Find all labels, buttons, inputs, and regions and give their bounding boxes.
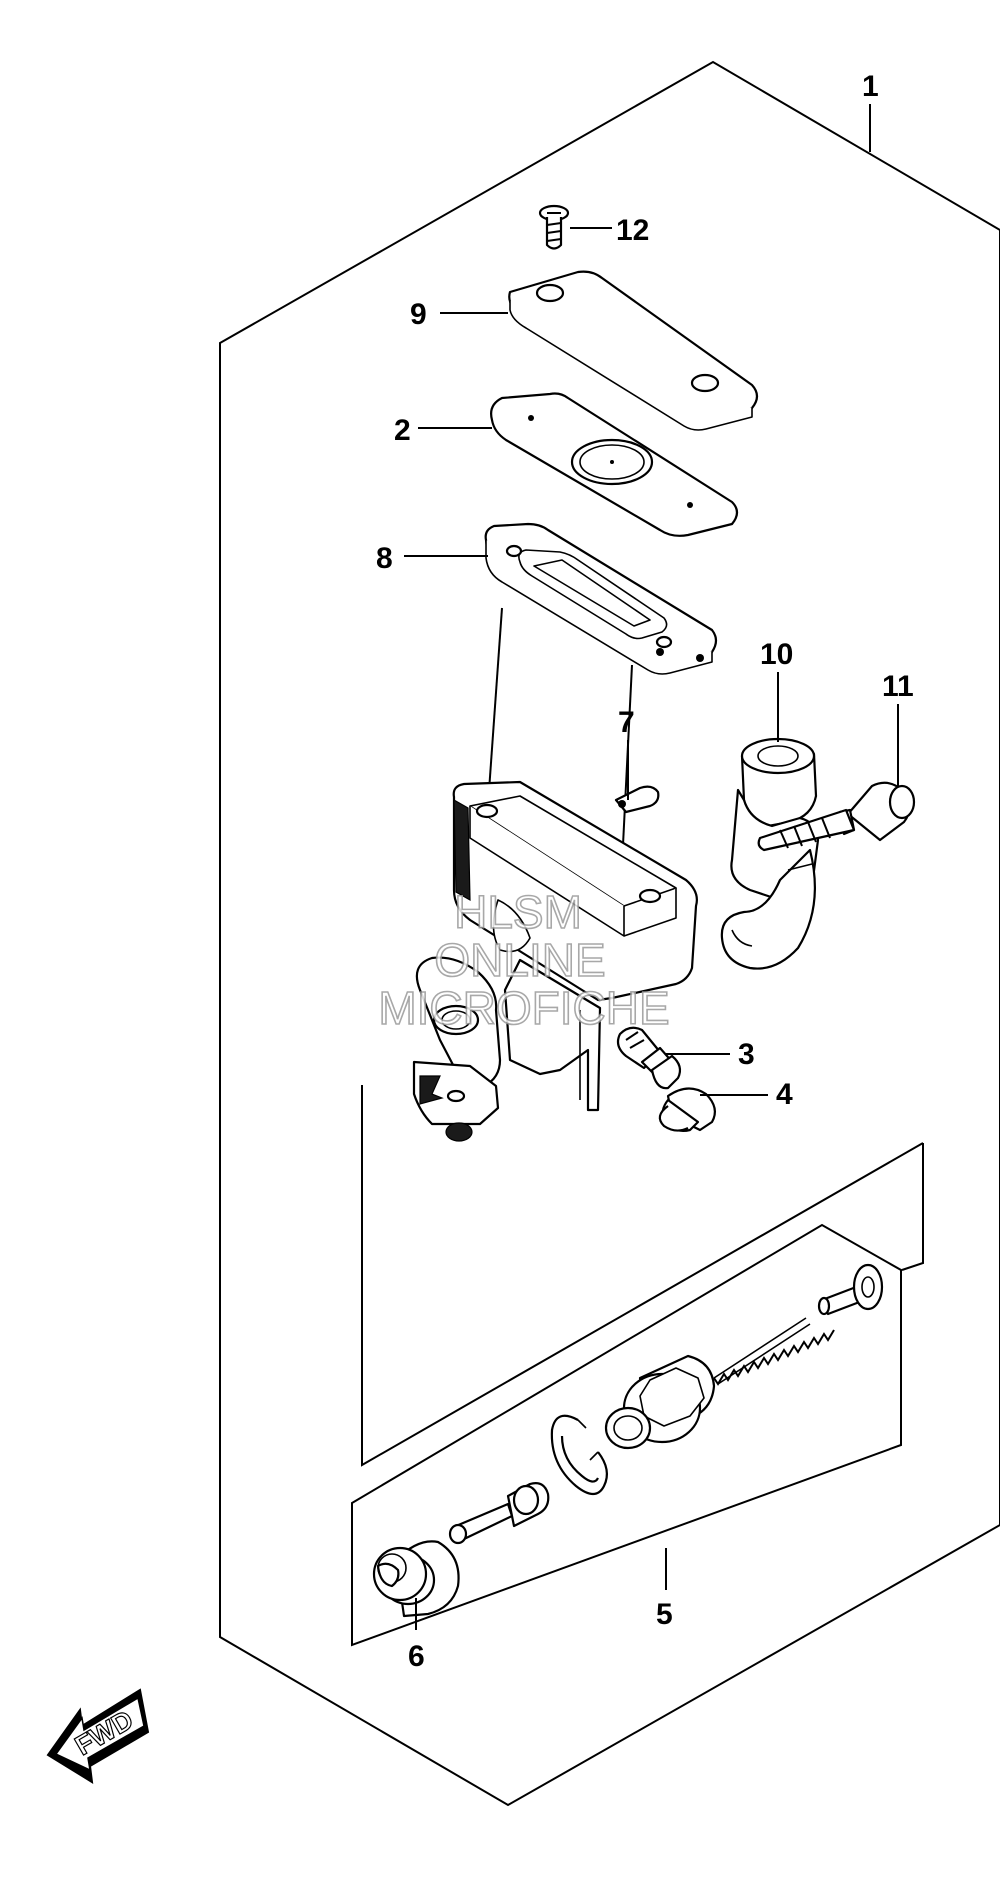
screw-part (538, 204, 570, 250)
part-label-8: 8 (376, 542, 393, 575)
subassembly-frame (351, 1223, 902, 1647)
svg-text:ONLINE: ONLINE (434, 934, 605, 986)
cylinder-outline-frame (361, 1085, 924, 1467)
elbow-fitting-part (720, 737, 820, 970)
clip-part (614, 785, 660, 814)
cylinder-outline-frame-right (901, 1143, 924, 1271)
banjo-bolt-part (757, 781, 916, 852)
part-label-6: 6 (408, 1640, 425, 1673)
assembly-frame (219, 60, 1000, 1807)
part-label-5: 5 (656, 1598, 673, 1631)
bleeder-valve-part (616, 1026, 682, 1090)
part-label-2: 2 (394, 414, 411, 447)
part-label-1: 1 (862, 70, 879, 103)
part-label-3: 3 (738, 1038, 755, 1071)
diaphragm-part (490, 392, 739, 537)
leader-lines (404, 104, 899, 1630)
part-label-7: 7 (618, 706, 635, 739)
alignment-line (487, 607, 503, 806)
reservoir-plate-part (484, 522, 718, 675)
part-label-12: 12 (616, 214, 649, 247)
svg-text:HLSM: HLSM (454, 886, 582, 938)
watermark: HLSM ONLINE MICROFICHE (378, 885, 671, 1035)
fwd-arrow-icon: FWD (46, 1688, 150, 1784)
part-label-11: 11 (882, 670, 914, 703)
part-label-9: 9 (410, 298, 427, 331)
master-cylinder-body (412, 780, 698, 1142)
svg-text:MICROFICHE: MICROFICHE (378, 982, 669, 1034)
bleeder-cap-part (658, 1087, 717, 1132)
part-label-10: 10 (760, 638, 793, 671)
reservoir-cap-part (508, 270, 759, 431)
part-label-4: 4 (776, 1078, 793, 1111)
piston-assembly-parts (372, 1263, 884, 1618)
